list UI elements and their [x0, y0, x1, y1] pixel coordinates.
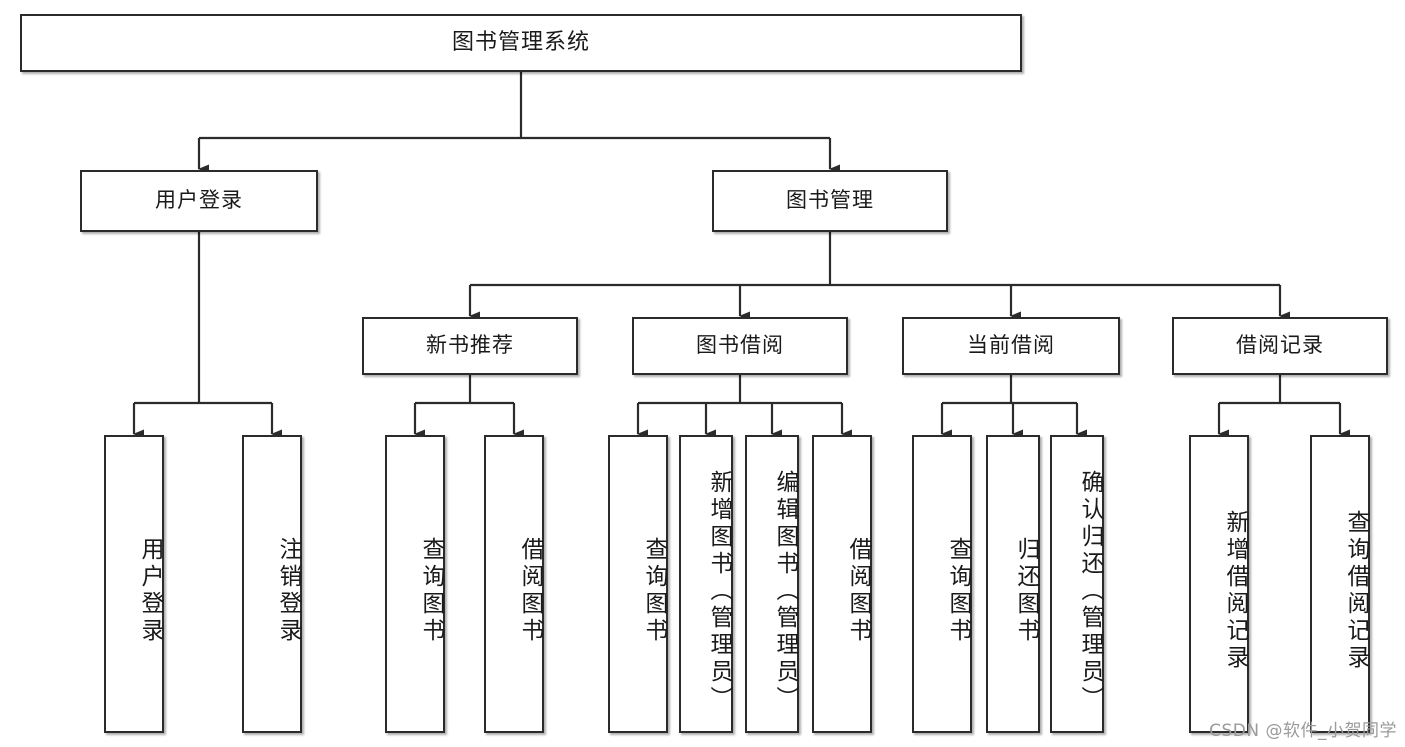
node-label: 用户登录: [155, 188, 243, 213]
node-label: 新增图书（管理员）: [706, 469, 732, 713]
node-user-login[interactable]: 用户登录: [80, 170, 318, 232]
node-label: 用户登录: [137, 537, 163, 645]
node-label: 图书借阅: [696, 333, 784, 358]
node-label: 查询借阅记录: [1343, 510, 1369, 672]
node-label: 借阅记录: [1236, 333, 1324, 358]
node-label: 新增借阅记录: [1222, 510, 1248, 672]
node-label: 归还图书: [1013, 537, 1039, 645]
node-label: 查询图书: [641, 537, 667, 645]
node-root[interactable]: 图书管理系统: [20, 14, 1022, 72]
node-label: 借阅图书: [845, 537, 871, 645]
node-leaf-5[interactable]: 查询图书: [608, 435, 668, 733]
node-leaf-4[interactable]: 借阅图书: [484, 435, 544, 733]
node-cur-borrow[interactable]: 当前借阅: [902, 317, 1120, 375]
node-leaf-1[interactable]: 用户登录: [104, 435, 164, 733]
node-leaf-13[interactable]: 查询借阅记录: [1310, 435, 1370, 733]
node-leaf-6[interactable]: 新增图书（管理员）: [679, 435, 733, 733]
node-label: 新书推荐: [426, 333, 514, 358]
node-label: 图书管理系统: [451, 29, 590, 55]
node-book-manage[interactable]: 图书管理: [712, 170, 948, 232]
node-label: 确认归还（管理员）: [1077, 469, 1103, 713]
node-label: 查询图书: [418, 537, 444, 645]
node-label: 图书管理: [786, 188, 874, 213]
node-leaf-3[interactable]: 查询图书: [385, 435, 445, 733]
node-leaf-9[interactable]: 查询图书: [912, 435, 972, 733]
node-leaf-11[interactable]: 确认归还（管理员）: [1050, 435, 1104, 733]
node-label: 查询图书: [945, 537, 971, 645]
node-borrow-log[interactable]: 借阅记录: [1172, 317, 1388, 375]
node-leaf-12[interactable]: 新增借阅记录: [1189, 435, 1249, 733]
node-new-book-rec[interactable]: 新书推荐: [362, 317, 578, 375]
node-book-borrow[interactable]: 图书借阅: [632, 317, 848, 375]
node-leaf-8[interactable]: 借阅图书: [812, 435, 872, 733]
node-label: 当前借阅: [967, 333, 1055, 358]
node-label: 编辑图书（管理员）: [772, 469, 798, 713]
node-leaf-2[interactable]: 注销登录: [242, 435, 302, 733]
node-leaf-10[interactable]: 归还图书: [986, 435, 1040, 733]
node-leaf-7[interactable]: 编辑图书（管理员）: [745, 435, 799, 733]
node-label: 借阅图书: [517, 537, 543, 645]
node-label: 注销登录: [275, 537, 301, 645]
watermark-text: CSDN @软件_小贺同学: [1209, 721, 1397, 741]
